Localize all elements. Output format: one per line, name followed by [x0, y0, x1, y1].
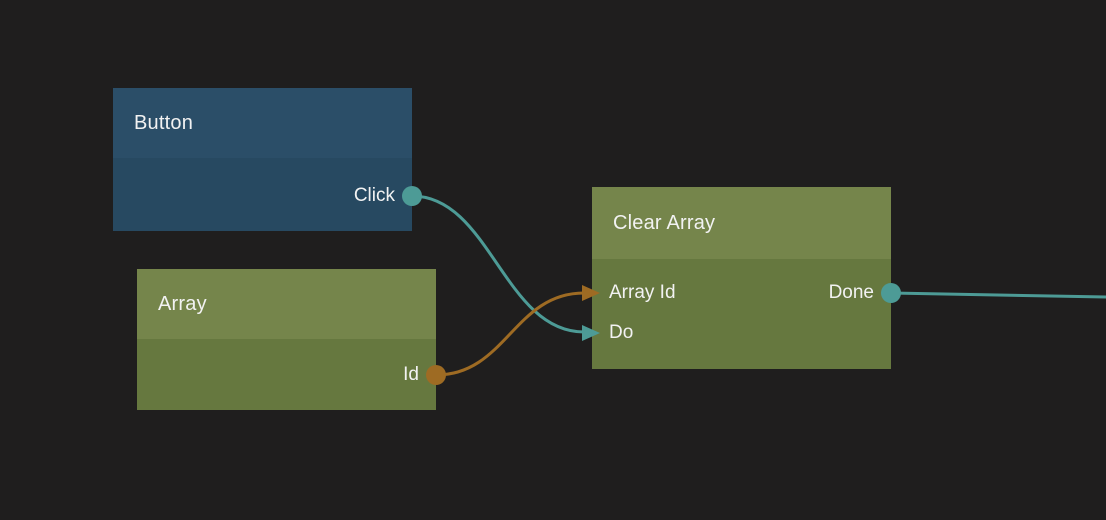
node-clear-array-header[interactable]: Clear Array [592, 187, 891, 259]
port-array-id-output[interactable] [426, 365, 446, 385]
port-row-do: Do [582, 313, 891, 353]
node-button-header[interactable]: Button [113, 88, 412, 158]
port-clear-array-array-id-input[interactable] [582, 285, 600, 301]
node-array-title: Array [158, 292, 207, 315]
wire-done-offscreen[interactable] [889, 291, 1106, 299]
wire-button-click-to-do[interactable] [410, 194, 586, 334]
port-label-click: Click [353, 185, 395, 206]
node-clear-array-body: Array Id Done Do [582, 259, 901, 369]
node-button[interactable]: Button Click [113, 88, 422, 231]
port-label-id: Id [403, 364, 419, 385]
port-label-do: Do [609, 322, 634, 343]
wire-array-id-to-array-id[interactable] [434, 291, 586, 377]
port-clear-array-done-output[interactable] [881, 283, 901, 303]
node-button-title: Button [134, 111, 194, 134]
port-label-done: Done [828, 282, 874, 303]
port-button-click-output[interactable] [402, 186, 422, 206]
port-row-array-id-done: Array Id Done [582, 273, 901, 313]
port-row-id: Id [137, 355, 446, 395]
node-clear-array[interactable]: Clear Array Array Id Done Do [582, 187, 901, 369]
port-row-click: Click [113, 176, 422, 216]
node-array-body: Id [137, 339, 446, 410]
node-button-body: Click [113, 158, 422, 231]
port-clear-array-do-input[interactable] [582, 325, 600, 341]
node-array-header[interactable]: Array [137, 269, 436, 339]
port-label-array-id: Array Id [609, 282, 676, 303]
node-clear-array-title: Clear Array [613, 211, 716, 234]
node-array[interactable]: Array Id [137, 269, 446, 410]
